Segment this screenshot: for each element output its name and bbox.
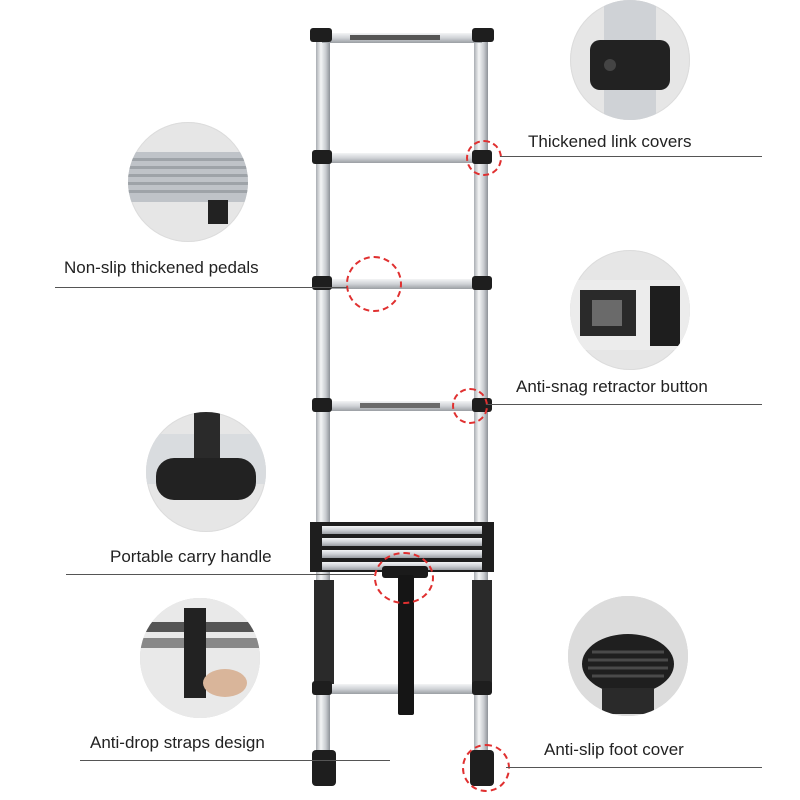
callout-rule bbox=[500, 156, 762, 157]
highlight-handle bbox=[374, 552, 434, 604]
highlight-link-cover bbox=[466, 140, 502, 176]
callout-handle: Portable carry handle bbox=[110, 547, 272, 566]
callout-pedals: Non-slip thickened pedals bbox=[64, 258, 259, 277]
detail-pedal bbox=[128, 122, 248, 242]
callout-straps: Anti-drop straps design bbox=[90, 733, 265, 752]
callout-rule bbox=[506, 767, 762, 768]
rung bbox=[312, 276, 492, 290]
callout-foot: Anti-slip foot cover bbox=[544, 740, 684, 759]
callout-rule bbox=[80, 760, 390, 761]
callout-rule bbox=[55, 287, 347, 288]
hand-icon bbox=[203, 669, 247, 697]
callout-link-covers: Thickened link covers bbox=[528, 132, 692, 151]
highlight-retractor bbox=[452, 388, 488, 424]
detail-retractor bbox=[570, 250, 690, 370]
callout-retractor: Anti-snag retractor button bbox=[516, 377, 708, 396]
detail-foot bbox=[568, 596, 688, 716]
rung bbox=[312, 150, 492, 164]
screw-icon bbox=[604, 59, 616, 71]
detail-handle bbox=[146, 412, 266, 532]
detail-straps bbox=[140, 598, 260, 718]
callout-rule bbox=[486, 404, 762, 405]
highlight-foot bbox=[462, 744, 510, 792]
foot-cover bbox=[312, 750, 336, 786]
highlight-pedal bbox=[346, 256, 402, 312]
callout-rule bbox=[66, 574, 374, 575]
detail-link-cover bbox=[570, 0, 690, 120]
